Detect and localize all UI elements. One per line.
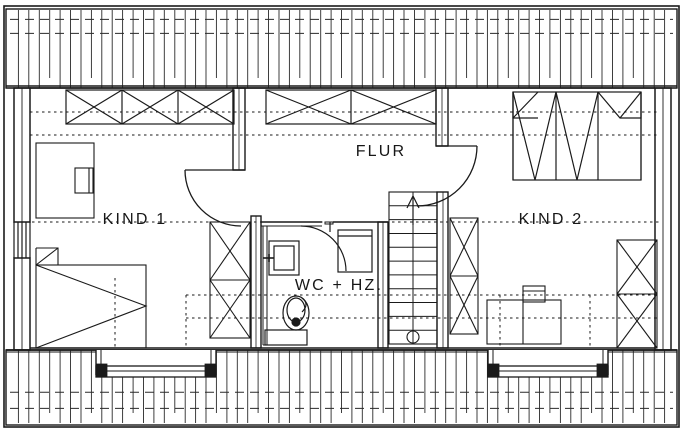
projection-lines	[14, 111, 660, 319]
room-label-kind-1: KIND 1	[103, 211, 168, 228]
projection-lines-vertical	[114, 278, 591, 348]
room-label-wc-hz: WC + HZ.	[295, 277, 383, 294]
room-label-kind-2: KIND 2	[519, 211, 584, 228]
cabinet-wc	[337, 229, 373, 273]
dormer-window-right	[487, 363, 609, 378]
chair-kind1	[74, 167, 94, 194]
skylight-band-left	[65, 89, 235, 125]
toilet-wc	[264, 295, 310, 346]
wall-window-left	[13, 222, 31, 258]
wardrobe-kind2-right	[616, 239, 658, 349]
door-swing-hallway-right	[416, 145, 478, 207]
stair-direction-arrow	[406, 194, 420, 225]
outer-frame	[3, 5, 680, 428]
dormer-opening-left	[95, 350, 217, 378]
hallway-walls	[232, 87, 449, 171]
door-swing-wc	[300, 225, 347, 272]
stair-newel-marker	[406, 330, 420, 344]
door-swing-hallway-left	[184, 169, 242, 227]
dormer-window-left	[95, 363, 217, 378]
room-label-flur: FLUR	[356, 143, 407, 160]
wardrobe-kind1-lower	[209, 221, 251, 339]
desk-kind2	[486, 299, 562, 345]
sink-wc	[263, 240, 300, 276]
door-swing-arcs	[184, 145, 478, 227]
wardrobe-flur-right	[449, 217, 479, 335]
stair-right-wall	[436, 191, 449, 349]
roof-hatch-top	[5, 8, 678, 89]
closet-kind2-top	[512, 91, 642, 181]
desk-kind1	[35, 142, 95, 219]
bed-kind1	[35, 247, 148, 349]
chair-kind2	[522, 285, 546, 303]
dormer-opening-right	[487, 350, 609, 378]
